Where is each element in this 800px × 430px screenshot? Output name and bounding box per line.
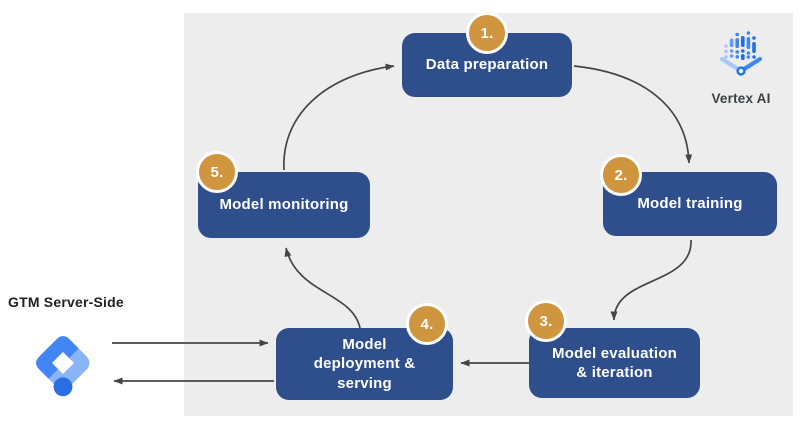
- step-number-badge-1: 1.: [466, 12, 508, 54]
- step-label-data-preparation: Data preparation: [425, 56, 549, 74]
- step-number-badge-5: 5.: [196, 151, 238, 193]
- step-box-model-evaluation: 3. Model evaluation & iteration: [525, 300, 700, 398]
- vertex-ai-label: Vertex AI: [711, 91, 771, 106]
- step-label-model-training: Model training: [637, 195, 743, 213]
- step-box-model-deployment: 4. Model deployment & serving: [276, 303, 453, 400]
- step-label-model-deployment: Model deployment & serving: [313, 335, 416, 392]
- vertex-ai-icon: [719, 31, 763, 76]
- gtm-server-side-label: GTM Server-Side: [8, 294, 124, 310]
- step-label-model-evaluation: Model evaluation & iteration: [552, 344, 677, 382]
- step-box-model-training: 2. Model training: [600, 154, 777, 236]
- step-label-model-monitoring: Model monitoring: [219, 196, 349, 214]
- step-number-badge-4: 4.: [406, 303, 448, 345]
- step-box-data-preparation: 1. Data preparation: [402, 12, 572, 97]
- vertex-ai-block: Vertex AI: [698, 26, 784, 106]
- step-number-badge-3: 3.: [525, 300, 567, 342]
- step-number-badge-2: 2.: [600, 154, 642, 196]
- gtm-logo-icon: [36, 336, 90, 397]
- step-box-model-monitoring: 5. Model monitoring: [196, 151, 370, 238]
